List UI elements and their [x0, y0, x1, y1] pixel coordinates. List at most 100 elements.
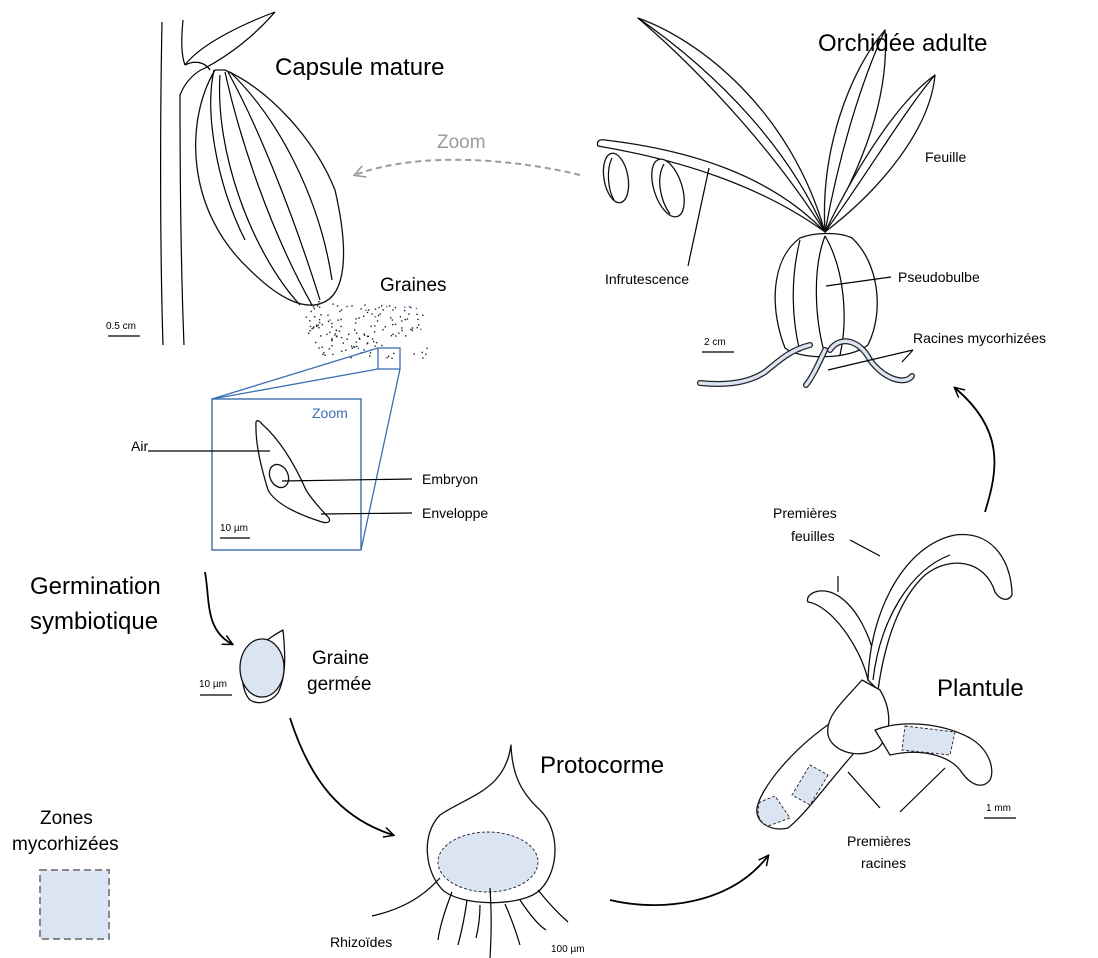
seed-dot [390, 317, 391, 318]
rhizoids-label: Rhizoïdes [330, 934, 392, 950]
mycorrhizal-roots-label: Racines mycorhizées [913, 330, 1046, 346]
envelope-label: Enveloppe [422, 505, 488, 521]
seed-dot [392, 309, 393, 310]
seed-dot [371, 313, 372, 314]
seed-dot [356, 341, 357, 342]
seed-dot [426, 348, 427, 349]
germinated-title-1: Graine [312, 648, 369, 669]
germinated-scale-label: 10 µm [199, 679, 227, 690]
seed-dot [327, 315, 328, 316]
seed-zoom-box: Zoom [212, 348, 400, 550]
seed-dot [319, 319, 320, 320]
seed-dot [410, 329, 411, 330]
seed-dot [416, 314, 417, 315]
seed-dot [401, 320, 402, 321]
seed-dot [388, 356, 389, 357]
seed-dot [404, 307, 405, 308]
seed-dot [318, 325, 319, 326]
seed-dot [331, 340, 332, 341]
seed-dot [381, 305, 382, 306]
seed-dot [383, 309, 384, 310]
seed-dot [320, 335, 321, 336]
seed-dot [314, 316, 315, 317]
seed-dot [425, 354, 426, 355]
arrow-to-germinated-seed [205, 572, 232, 644]
seed-scale-bar: 10 µm [220, 523, 250, 538]
seed-dot [386, 306, 387, 307]
seed-dot [346, 306, 347, 307]
seed-dot [322, 354, 323, 355]
seed-dot [308, 333, 309, 334]
capsule-scale-bar: 0.5 cm [106, 321, 140, 336]
seed-dot [373, 341, 374, 342]
seed-dot [343, 342, 344, 343]
seed-dot [329, 319, 330, 320]
seed-dot [360, 308, 361, 309]
seed-dot [417, 319, 418, 320]
seed-dot [310, 326, 311, 327]
seed-dot [345, 350, 346, 351]
seed-dot [335, 333, 336, 334]
seed-dot [364, 333, 365, 334]
legend-swatch [40, 870, 109, 939]
seed-dot [340, 326, 341, 327]
protocorm-scale-label: 100 µm [551, 944, 585, 955]
seed-dot [347, 339, 348, 340]
seed-dot [339, 331, 340, 332]
seed-dot [422, 357, 423, 358]
first-roots-label-2: racines [861, 855, 906, 871]
seed-dot [392, 324, 393, 325]
seed-dot [329, 348, 330, 349]
seed-dot [358, 348, 359, 349]
seed-dot [352, 348, 353, 349]
seed-dot [315, 342, 316, 343]
seed-dot [381, 345, 382, 346]
seed-dot [408, 313, 409, 314]
germination-title-1: Germination [30, 573, 161, 600]
germination-title-2: symbiotique [30, 608, 158, 635]
first-roots-label-1: Premières [847, 833, 911, 849]
seed-dot [332, 303, 333, 304]
seed-dot [337, 320, 338, 321]
seed-dust-cloud [306, 301, 428, 359]
seed-dot [407, 318, 408, 319]
seed-dot [355, 322, 356, 323]
seed-dot [320, 314, 321, 315]
seed-dot [311, 328, 312, 329]
seed-dot [337, 305, 338, 306]
seedling-scale-label: 1 mm [986, 803, 1011, 814]
seed-dot [331, 345, 332, 346]
legend-title-2: mycorhizées [12, 834, 119, 855]
seed-dot [336, 330, 337, 331]
seed-dot [368, 309, 369, 310]
seed-dot [309, 330, 310, 331]
seed-dot [313, 306, 314, 307]
seed-dot [367, 336, 368, 337]
seed-dot [363, 349, 364, 350]
seedling-scale-bar: 1 mm [984, 803, 1016, 818]
capsule-title: Capsule mature [275, 54, 444, 81]
seed-dot [339, 311, 340, 312]
seed-dot [375, 309, 376, 310]
seed-dot [356, 333, 357, 334]
seed-dot [326, 334, 327, 335]
seed-dot [324, 355, 325, 356]
seed-dot [313, 327, 314, 328]
seed-dot [353, 346, 354, 347]
seed-dot [422, 352, 423, 353]
seed-dot [322, 324, 323, 325]
seedling-title: Plantule [937, 675, 1024, 702]
zoom-box-label: Zoom [312, 405, 348, 421]
seed-dot [363, 316, 364, 317]
seed-dot [369, 355, 370, 356]
seed-dot [401, 330, 402, 331]
seed-dot [358, 317, 359, 318]
seed-dot [375, 316, 376, 317]
arrow-to-seedling [610, 856, 768, 905]
adult-scale-label: 2 cm [704, 337, 726, 348]
seed-dot [385, 326, 386, 327]
seed-dot [398, 333, 399, 334]
seed-dot [386, 357, 387, 358]
seed-dot [319, 307, 320, 308]
seed-dot [331, 338, 332, 339]
